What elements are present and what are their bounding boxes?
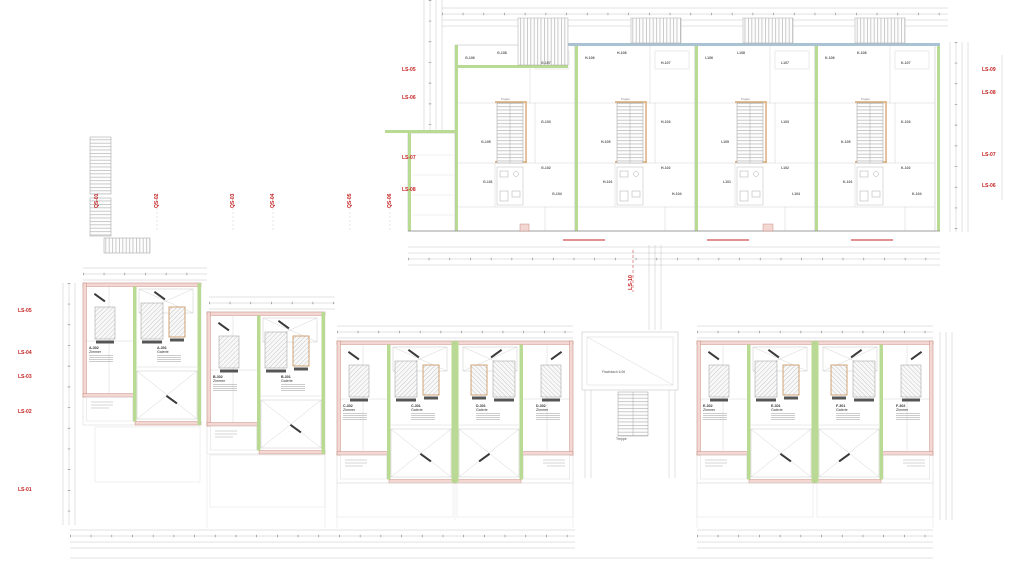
section-label: LS-05 bbox=[18, 308, 32, 314]
unit-room-label: E-302 Zimmer bbox=[703, 404, 727, 422]
unit-room-label: C-302 Zimmer bbox=[343, 404, 367, 422]
section-label: QS-06 bbox=[387, 193, 393, 208]
section-label: QS-05 bbox=[347, 193, 353, 208]
connector-flat-roof bbox=[581, 331, 679, 437]
stair-label: Treppe bbox=[741, 97, 750, 101]
unit-gallery-label: E-301 Galerie bbox=[771, 404, 795, 422]
unit-gallery-label: B-301 Galerie bbox=[281, 375, 305, 393]
exterior-wall-top-green bbox=[455, 65, 568, 68]
unit-room-label: D-302 Zimmer bbox=[536, 404, 560, 422]
unit-room-label: B-302 Zimmer bbox=[213, 375, 237, 393]
terrace bbox=[696, 482, 814, 518]
room-label: K-102 bbox=[901, 166, 911, 170]
stair-label: Treppe bbox=[501, 97, 510, 101]
unit-room-label: F-302 Zimmer bbox=[896, 404, 920, 422]
room-label: H-108 bbox=[617, 51, 627, 55]
section-label: LS-08 bbox=[402, 187, 416, 193]
room-label: G-108 bbox=[497, 51, 507, 55]
stair-label: Treppe bbox=[621, 97, 630, 101]
room-label: H-105 bbox=[601, 140, 611, 144]
room-label: H-101 bbox=[603, 180, 613, 184]
room-label: H-103 bbox=[661, 120, 671, 124]
entrance-module bbox=[517, 17, 569, 66]
connector-stair-label: Treppe bbox=[616, 437, 627, 441]
room-label: I-106 bbox=[705, 56, 713, 60]
terrace bbox=[456, 482, 574, 518]
room-label: I-102 bbox=[781, 166, 789, 170]
room-label: I-101 bbox=[723, 180, 731, 184]
room-label: K-101 bbox=[843, 180, 853, 184]
unit-gallery-label: C-301 Galerie bbox=[411, 404, 435, 422]
room-label: K-105 bbox=[841, 140, 851, 144]
flat-roof-label: Flachdach 6.06 bbox=[602, 370, 626, 374]
unit-room-label: A-302 Zimmer bbox=[89, 346, 113, 364]
room-label: I-104 bbox=[792, 192, 800, 196]
section-label: LS-06 bbox=[402, 95, 416, 101]
entrance-module bbox=[630, 17, 682, 44]
room-label: I-107 bbox=[781, 61, 789, 65]
unit-gallery-label: D-301 Galerie bbox=[476, 404, 500, 422]
section-label: LS-07 bbox=[402, 155, 416, 161]
room-label: K-103 bbox=[901, 120, 911, 124]
terrace bbox=[336, 482, 454, 518]
room-label: G-107 bbox=[541, 61, 551, 65]
section-label: LS-02 bbox=[18, 409, 32, 415]
room-label: I-108 bbox=[737, 51, 745, 55]
section-label: LS-08 bbox=[982, 90, 996, 96]
section-label: LS-09 bbox=[982, 67, 996, 73]
room-label: G-105 bbox=[481, 140, 491, 144]
room-label: H-106 bbox=[585, 56, 595, 60]
room-label: H-107 bbox=[661, 61, 671, 65]
room-label: I-105 bbox=[721, 140, 729, 144]
room-label: I-103 bbox=[781, 120, 789, 124]
section-label: QS-01 bbox=[94, 193, 100, 208]
exterior-wall-top-blue bbox=[565, 43, 940, 46]
entrance-module bbox=[854, 17, 906, 44]
terrace bbox=[816, 482, 934, 518]
upper-building bbox=[385, 17, 940, 241]
section-label: LS-01 bbox=[18, 487, 32, 493]
outdoor-stairs bbox=[89, 136, 151, 254]
entrance-module bbox=[742, 17, 794, 44]
terrace bbox=[94, 426, 201, 483]
section-label: QS-02 bbox=[154, 193, 160, 208]
room-label: H-102 bbox=[661, 166, 671, 170]
exterior-wall-right bbox=[937, 43, 940, 231]
section-label: LS-05 bbox=[402, 67, 416, 73]
terrace bbox=[209, 454, 326, 508]
room-label: G-104 bbox=[552, 192, 562, 196]
unit-gallery-label: A-301 Galerie bbox=[157, 346, 181, 364]
section-label: LS-07 bbox=[982, 152, 996, 158]
section-label: LS-06 bbox=[982, 183, 996, 189]
section-label-center: LS-10 bbox=[628, 275, 634, 290]
room-label: G-103 bbox=[541, 120, 551, 124]
section-label: QS-04 bbox=[270, 193, 276, 208]
room-label: K-104 bbox=[912, 192, 922, 196]
room-label: G-106 bbox=[465, 56, 475, 60]
room-label: K-107 bbox=[901, 61, 911, 65]
stair-label: Treppe bbox=[861, 97, 870, 101]
room-label: G-102 bbox=[541, 166, 551, 170]
left-annex bbox=[407, 132, 456, 232]
section-label: QS-03 bbox=[230, 193, 236, 208]
room-label: K-106 bbox=[825, 56, 835, 60]
room-label: H-104 bbox=[672, 192, 682, 196]
section-label: LS-03 bbox=[18, 374, 32, 380]
room-label: K-108 bbox=[857, 51, 867, 55]
unit-gallery-label: F-301 Galerie bbox=[836, 404, 860, 422]
lower-building bbox=[82, 282, 934, 518]
section-label: LS-04 bbox=[18, 350, 32, 356]
room-label: G-101 bbox=[483, 180, 493, 184]
